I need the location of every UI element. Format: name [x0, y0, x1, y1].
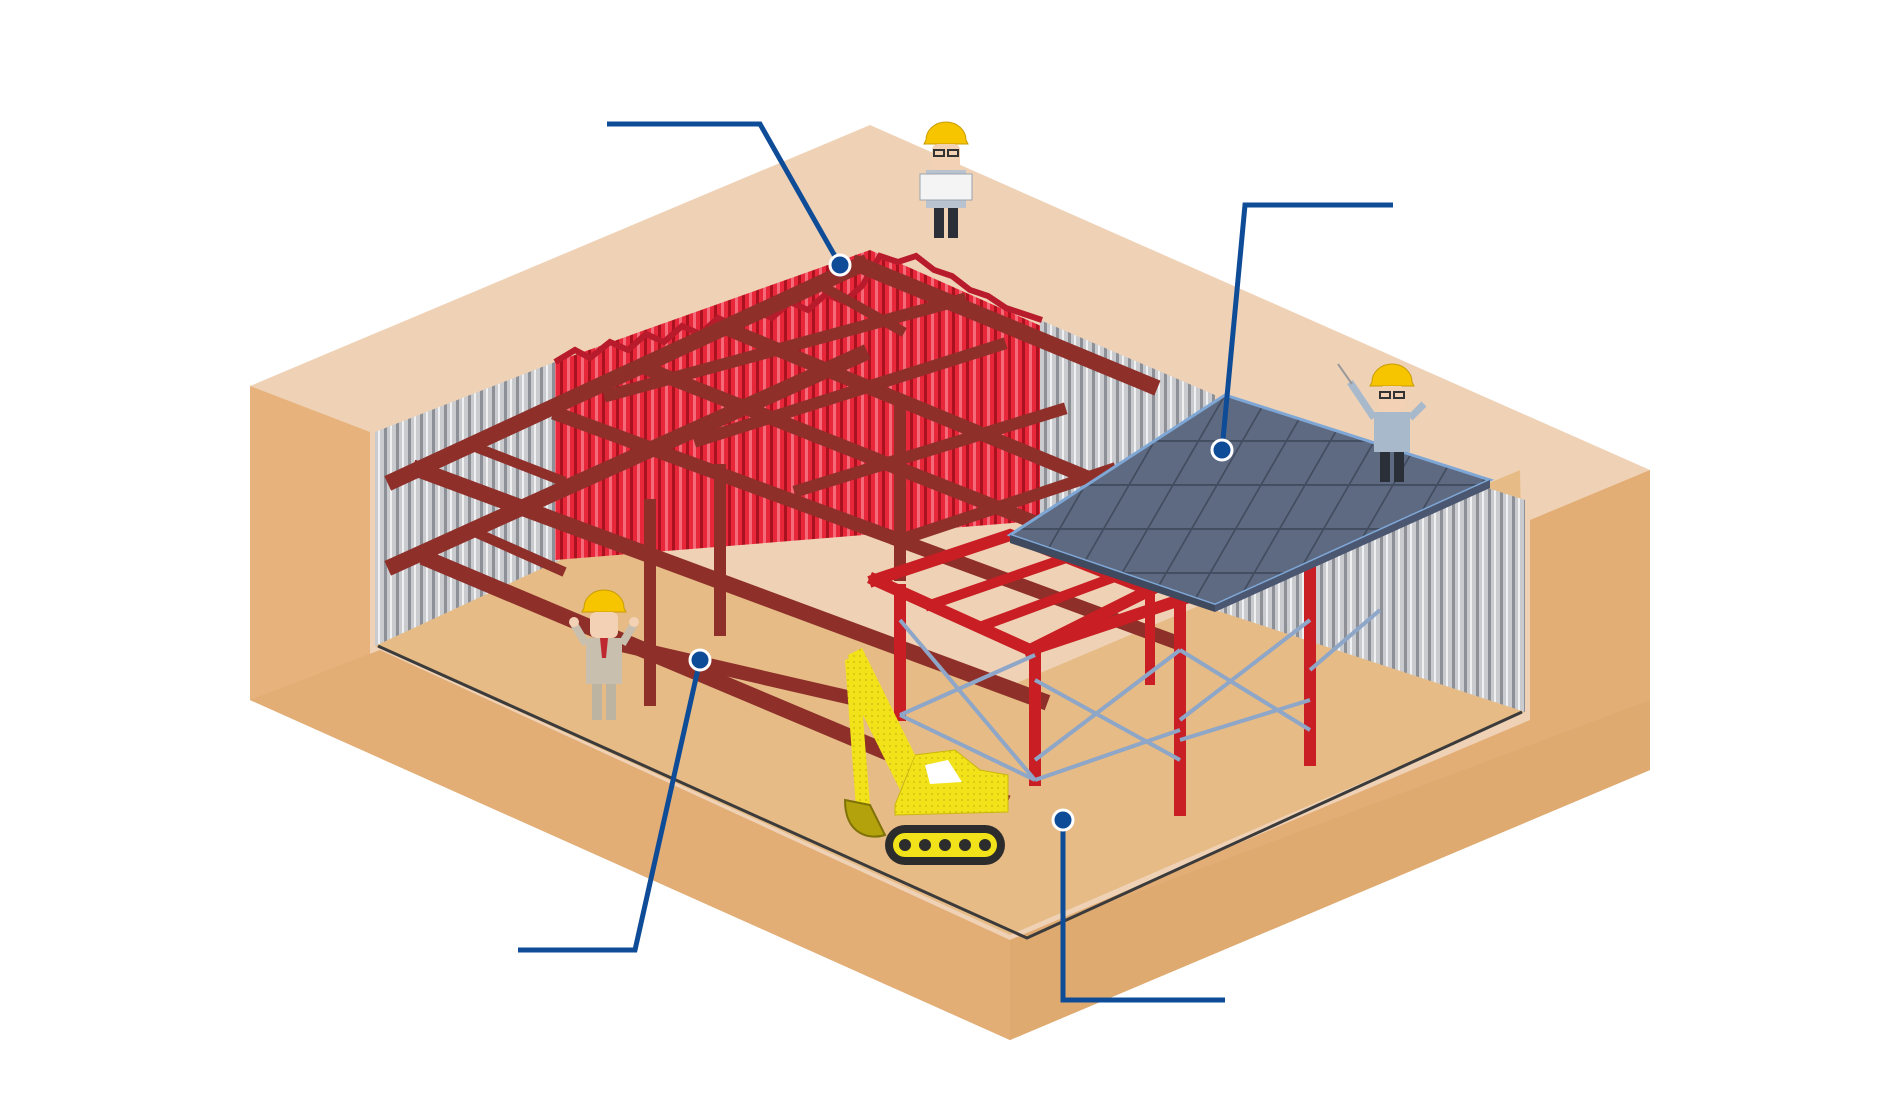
strut-beam [849, 254, 1161, 396]
pit-floor-outline [377, 644, 1523, 940]
brace [1034, 728, 1181, 782]
strut-beam [551, 406, 1179, 649]
brace [1308, 608, 1382, 672]
brace [1034, 678, 1181, 762]
covering-deck [1006, 393, 1495, 612]
hardhat-icon [581, 589, 627, 613]
ground-front-right [1010, 700, 1650, 1040]
deck-edge-right [1215, 480, 1490, 612]
callouts [518, 121, 1393, 1003]
strut-beam [602, 292, 968, 403]
brace [899, 713, 1036, 782]
strut-beam [591, 631, 869, 709]
callout-dot-deck [1210, 438, 1234, 462]
brace [1179, 698, 1311, 742]
excavator-window [925, 760, 962, 784]
deck-edge [1010, 535, 1215, 612]
worker-pointing [1337, 363, 1427, 482]
excavator-bucket [843, 798, 887, 838]
worker-with-drawing [919, 121, 973, 238]
brace [1033, 648, 1182, 762]
callout-sheet-piles [607, 121, 843, 267]
hardhat-icon [1369, 363, 1415, 387]
frame-beam [978, 568, 1127, 632]
callout-dot-struts [688, 648, 712, 672]
ground-front-left [250, 650, 1010, 1040]
callout-struts [518, 659, 703, 953]
excavator [843, 648, 1009, 865]
callout-deck [1219, 202, 1393, 451]
frame-beam [923, 548, 1082, 612]
bracing-system [898, 608, 1382, 782]
excavator-arm [845, 656, 870, 808]
strut-brace [463, 438, 567, 487]
supervisor [569, 589, 639, 720]
brace [899, 653, 1036, 717]
strut-beam [792, 402, 1068, 498]
sheet-pile-tops [553, 252, 1043, 365]
callout-dot-bracing [1051, 808, 1075, 832]
strut-beam [720, 320, 1140, 505]
strut-beam [692, 337, 1008, 448]
hardhat-icon [923, 121, 969, 145]
strut-beam [892, 462, 1118, 548]
excavator-boom [848, 648, 915, 790]
brace [898, 618, 1037, 782]
strut-brace [463, 523, 567, 577]
brace [1178, 618, 1312, 722]
brace [1178, 648, 1312, 732]
callout-dot-sheet-piles [828, 253, 852, 277]
callout-markers [688, 253, 1234, 832]
callout-bracing [1060, 820, 1225, 1003]
strut-brace [813, 278, 907, 337]
